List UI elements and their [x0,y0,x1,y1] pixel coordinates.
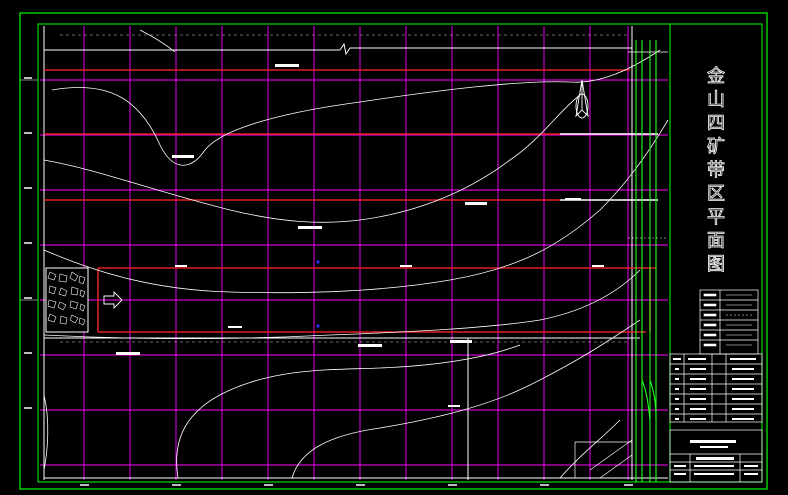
legend-label [703,343,717,347]
fault-lines [574,439,633,479]
tick-label-y5 [24,297,32,299]
label-roadway-3 [465,202,487,205]
contour-line-2 [43,94,581,223]
gob-hatch-pattern [45,267,89,333]
contour-line-1 [51,49,661,166]
coordinate-grid [40,26,668,480]
tick-label-x5 [448,484,457,486]
title-char: 图 [707,254,725,275]
label-contour-4a [116,352,140,355]
label-contour-2 [298,226,322,229]
contour-line-9 [139,29,176,53]
label-roadway-4c [592,265,604,267]
tick-label-x7 [624,484,633,486]
legend-table [699,289,759,355]
survey-point-marker [316,324,320,328]
revision-table [669,353,763,423]
contour-line-7 [559,419,621,479]
grid-tick-labels [24,77,633,486]
label-roadway-5a [228,326,242,328]
tick-label-y1 [24,77,32,79]
legend-symbols [703,293,752,347]
revision-table-text [673,358,756,420]
title-char: 矿 [707,137,725,158]
label-contour-1 [172,155,194,158]
title-char: 山 [707,90,725,111]
tick-label-x3 [264,484,273,486]
outer-frame [19,12,768,490]
dashed-reference-lines [60,34,630,343]
title-char: 面 [707,231,725,252]
legend-label [703,303,717,307]
title-block-text [674,440,758,475]
label-contour-4c [450,340,472,343]
legend-label [703,313,717,317]
tick-label-x4 [356,484,365,486]
title-char: 平 [707,207,725,228]
contour-line-3 [43,119,669,294]
legend-label [703,323,717,327]
title-char: 带 [707,160,725,181]
contour-lines [43,29,669,479]
tick-label-x2 [172,484,181,486]
label-roadway-4a [175,265,187,267]
title-char: 金 [707,66,725,87]
contour-line-8 [43,394,49,471]
label-contour-4b [358,344,382,347]
mining-boundary [43,26,668,480]
legend-label [703,293,717,297]
tick-label-y4 [24,242,32,244]
tick-label-x1 [80,484,89,486]
title-char: 四 [707,113,725,134]
tick-label-y2 [24,132,32,134]
railway-lines [635,40,657,482]
inner-frame [37,23,763,483]
tick-label-y3 [24,187,32,189]
label-roadway-4b [400,265,412,267]
contour-line-5 [176,344,521,479]
tick-label-y6 [24,352,32,354]
title-block [669,429,763,483]
label-roadway-3b [565,198,581,200]
frame-ticks [20,79,38,301]
contour-line-4 [43,269,641,340]
legend-label [703,333,717,337]
label-roadway-1 [275,64,299,67]
tick-label-y7 [24,407,32,409]
flow-arrow-icon [103,290,123,310]
contour-labels [116,64,604,407]
title-char: 区 [707,184,725,205]
north-arrow-icon [575,79,589,119]
label-contour-6 [448,405,460,407]
survey-point-marker [316,260,320,264]
tick-label-x6 [540,484,549,486]
contour-line-6 [291,319,641,479]
